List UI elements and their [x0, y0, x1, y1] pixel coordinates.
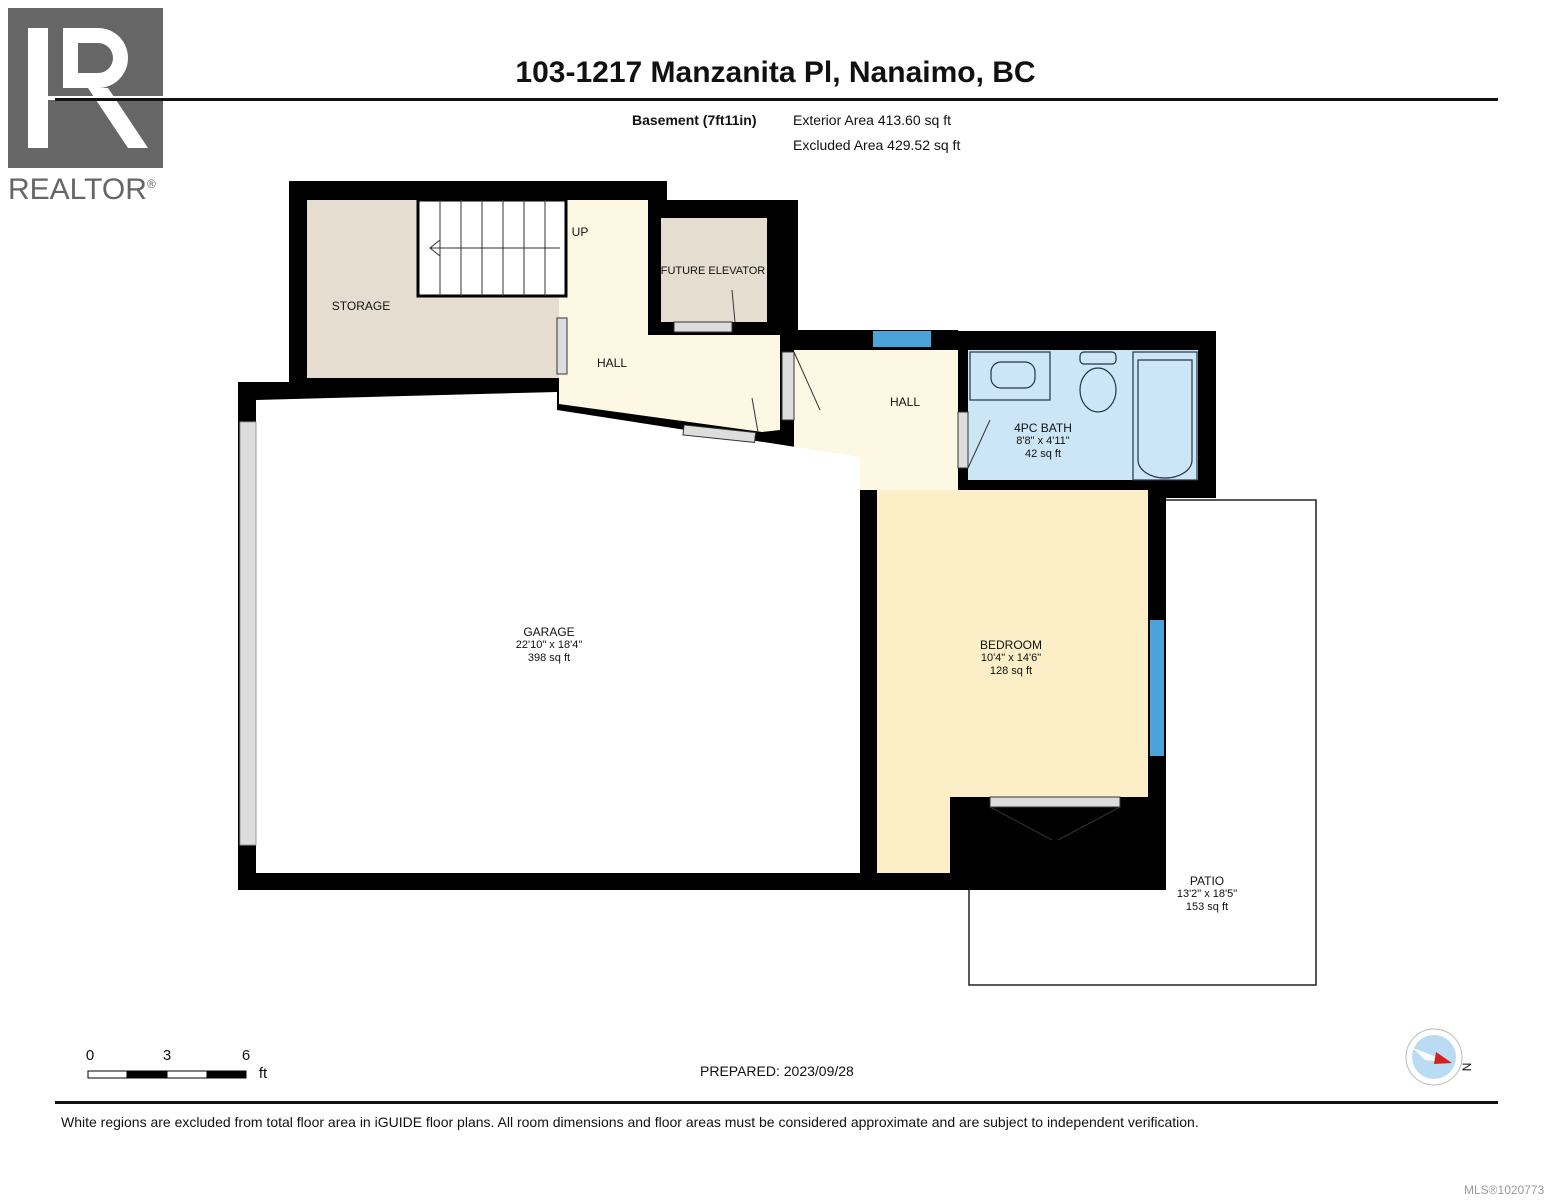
- footer-divider: [55, 1101, 1498, 1104]
- hall-room: [559, 200, 780, 432]
- bedroom-room: [877, 490, 1148, 873]
- compass-north-label: N: [1459, 1062, 1474, 1072]
- patio-name: PATIO: [1189, 874, 1225, 888]
- bedroom-label: BEDROOM 10'4" x 14'6" 128 sq ft: [980, 639, 1042, 678]
- realtor-logo-mark: [8, 8, 178, 168]
- bath-window: [873, 331, 931, 347]
- bath-label: 4PC BATH 8'8" x 4'11" 42 sq ft: [1014, 422, 1072, 461]
- footer-disclaimer: White regions are excluded from total fl…: [61, 1114, 1199, 1130]
- future-elevator-room: [661, 218, 767, 322]
- garage-room: [256, 392, 860, 873]
- patio-area: 153 sq ft: [1185, 901, 1229, 913]
- patio-label: PATIO 13'2" x 18'5" 153 sq ft: [1177, 875, 1237, 914]
- scale-tick-0: 0: [85, 1047, 95, 1064]
- bedroom-dims: 10'4" x 14'6": [980, 652, 1042, 664]
- scale-tick-6: 6: [241, 1047, 251, 1064]
- doors: [556, 289, 1121, 841]
- bedroom-area: 128 sq ft: [989, 665, 1033, 677]
- floor-name: Basement (7ft11in): [632, 112, 757, 128]
- logo-registered-mark: ®: [146, 177, 156, 191]
- garage-door: [239, 421, 257, 846]
- mls-watermark: MLS®1020773: [1464, 1183, 1545, 1197]
- storage-label: STORAGE: [331, 299, 391, 313]
- bath-dims: 8'8" x 4'11": [1016, 435, 1070, 447]
- logo-text: REALTOR: [8, 173, 147, 206]
- excluded-area: Excluded Area 429.52 sq ft: [793, 137, 961, 153]
- realtor-logo: REALTOR®: [8, 8, 178, 208]
- bath-area: 42 sq ft: [1024, 448, 1062, 460]
- bath-name: 4PC BATH: [1014, 421, 1072, 435]
- bedroom-name: BEDROOM: [979, 638, 1043, 652]
- future-elevator-label: FUTURE ELEVATOR: [660, 265, 766, 277]
- title-text: 103-1217 Manzanita Pl, Nanaimo, BC: [515, 56, 1036, 89]
- garage-name: GARAGE: [523, 625, 575, 639]
- patio-dims: 13'2" x 18'5": [1176, 888, 1238, 900]
- page-title: 103-1217 Manzanita Pl, Nanaimo, BC: [0, 56, 1553, 90]
- patio-outline: [968, 499, 1317, 986]
- realtor-logo-text: REALTOR®: [8, 173, 156, 207]
- bath-room: [968, 350, 1198, 480]
- header-divider: [55, 98, 1498, 101]
- bedroom-window: [1150, 620, 1164, 756]
- garage-area: 398 sq ft: [527, 652, 571, 664]
- stairs: [416, 198, 568, 298]
- garage-dims: 22'10" x 18'4": [515, 639, 583, 651]
- exterior-area: Exterior Area 413.60 sq ft: [793, 112, 951, 128]
- hall2-label: HALL: [889, 395, 921, 409]
- hall-label: HALL: [596, 356, 628, 370]
- scale-unit: ft: [258, 1065, 268, 1082]
- scale-bar: [87, 1070, 247, 1079]
- garage-label: GARAGE 22'10" x 18'4" 398 sq ft: [516, 626, 582, 665]
- compass-icon: [1405, 1028, 1463, 1086]
- prepared-date: PREPARED: 2023/09/28: [700, 1063, 854, 1079]
- scale-tick-3: 3: [162, 1047, 172, 1064]
- stairs-up-label: UP: [571, 225, 589, 239]
- bath-fixtures: [969, 351, 1198, 481]
